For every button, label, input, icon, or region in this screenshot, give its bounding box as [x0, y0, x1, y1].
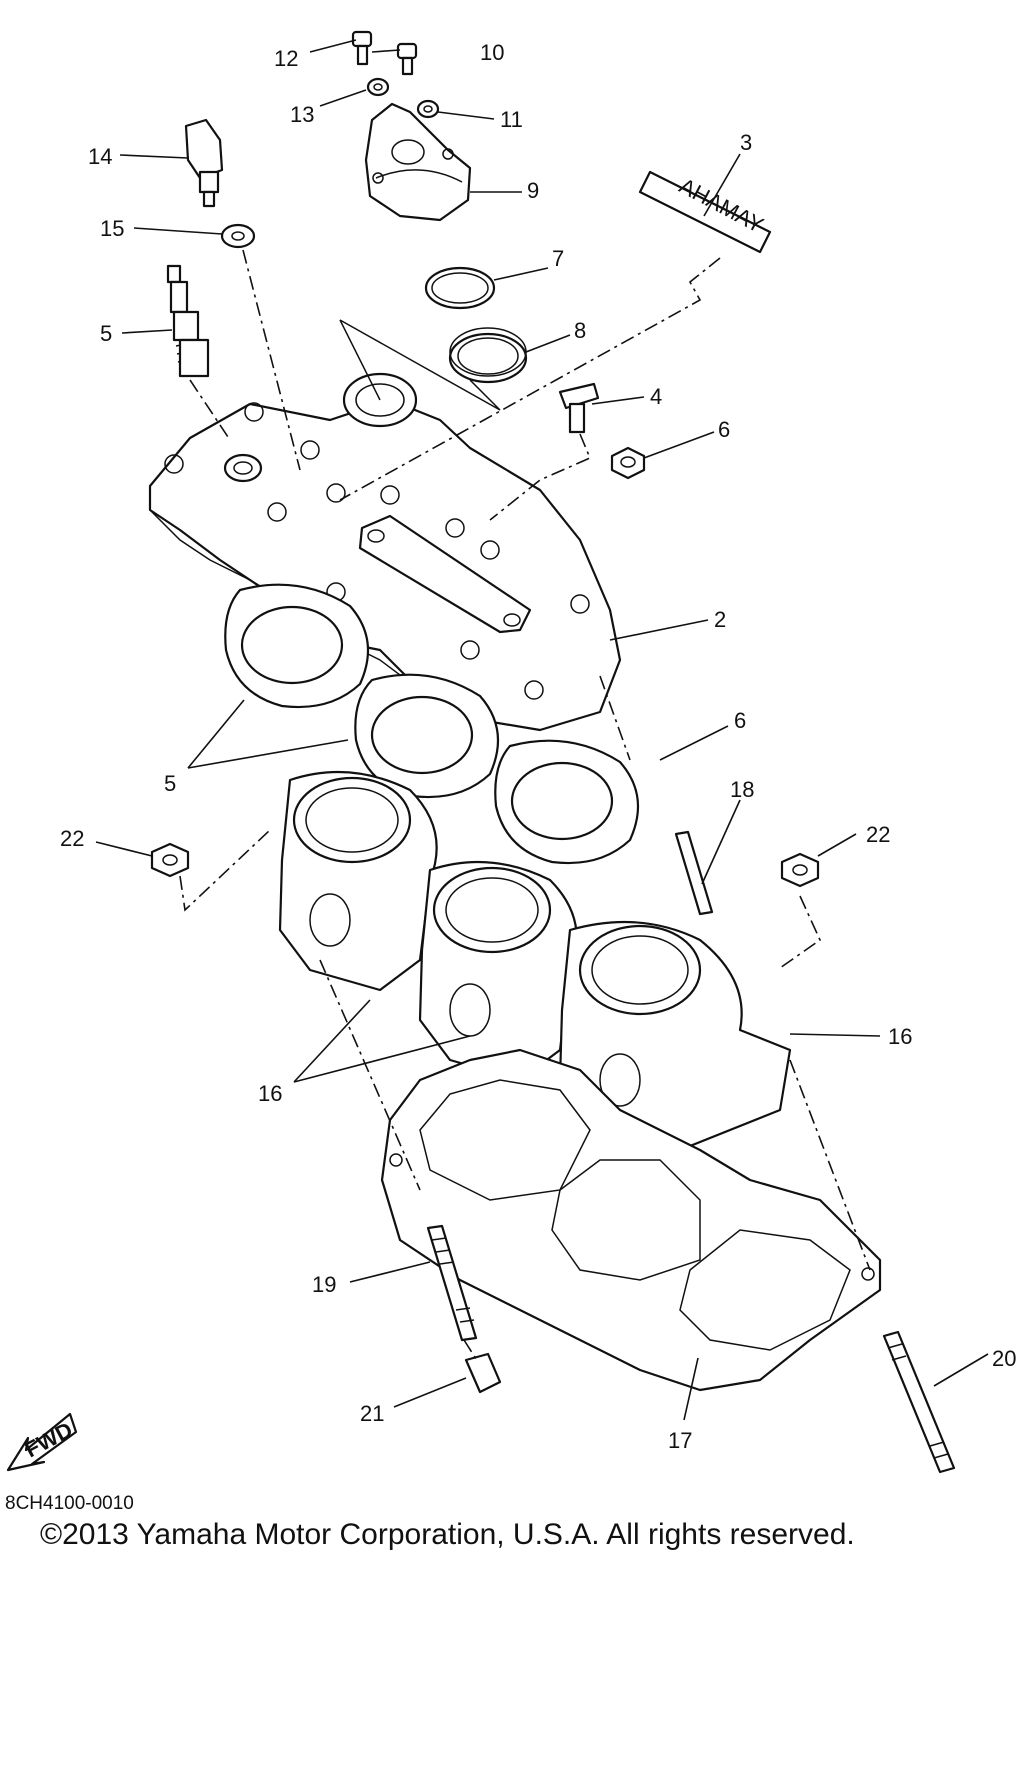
- part-head-gasket-5: [224, 583, 640, 865]
- callout-22b: 22: [866, 822, 890, 847]
- callout-19: 19: [312, 1272, 336, 1297]
- part-decal-2: YAMAHA: [638, 170, 772, 254]
- part-nut-21: [464, 1352, 502, 1394]
- callout-8: 8: [574, 318, 586, 343]
- part-cylinder-head-1: [148, 372, 622, 732]
- callout-18: 18: [730, 777, 754, 802]
- callout-22a: 22: [60, 826, 84, 851]
- part-stud-19: [426, 1224, 478, 1342]
- part-base-gasket-17: [380, 1048, 882, 1392]
- part-washer-11: [416, 99, 440, 119]
- callout-16b: 16: [888, 1024, 912, 1049]
- part-cylinder-16: [278, 770, 792, 1152]
- callout-3: 4: [650, 384, 662, 409]
- part-temp-sensor-14: [184, 118, 224, 208]
- part-stud-20: [882, 1330, 956, 1474]
- callout-12: 12: [274, 46, 298, 71]
- callout-15: 15: [100, 216, 124, 241]
- copyright-notice: ©2013 Yamaha Motor Corporation, U.S.A. A…: [40, 1518, 855, 1551]
- part-stud-18: [674, 830, 714, 916]
- part-seal-8: [448, 327, 528, 384]
- callout-9: 9: [527, 178, 539, 203]
- part-fitting-3: [558, 382, 600, 434]
- callout-7: 7: [552, 246, 564, 271]
- part-bolt-10: [396, 42, 418, 76]
- callout-16a: 16: [258, 1081, 282, 1106]
- assembly-lines: [179, 249, 871, 1363]
- part-thermostat-cover-9: [364, 102, 472, 222]
- callout-4: 5: [100, 321, 112, 346]
- part-washer-15: [220, 223, 256, 249]
- callout-13: 13: [290, 102, 314, 127]
- callout-10: 10: [480, 40, 504, 65]
- callout-20: 20: [992, 1346, 1016, 1371]
- fwd-arrow-icon: FWD: [6, 1412, 78, 1472]
- part-o-ring-7: [424, 266, 496, 310]
- callout-numbers: 10 12 13 11 9 14 15 5 3 7 8 4 6 2 6 5 18…: [60, 40, 1016, 1453]
- callout-1: 2: [714, 607, 726, 632]
- callout-2: 3: [740, 130, 752, 155]
- callout-6: 6: [718, 417, 730, 442]
- leader-lines: [95, 39, 989, 1421]
- drawing-code: 8CH4100-0010: [5, 1493, 134, 1514]
- fwd-label: FWD: [21, 1417, 77, 1463]
- callout-14: 14: [88, 144, 112, 169]
- part-washer-13: [366, 77, 390, 97]
- callout-17: 17: [668, 1428, 692, 1453]
- part-spark-plug-4: [166, 264, 210, 378]
- part-nut-22: [150, 842, 820, 888]
- part-bolt-12: [351, 30, 373, 66]
- part-nut-6: [610, 446, 646, 480]
- callout-5a: 5: [164, 771, 176, 796]
- callout-21: 21: [360, 1401, 384, 1426]
- callout-11: 11: [500, 107, 523, 132]
- callout-5b: 6: [734, 708, 746, 733]
